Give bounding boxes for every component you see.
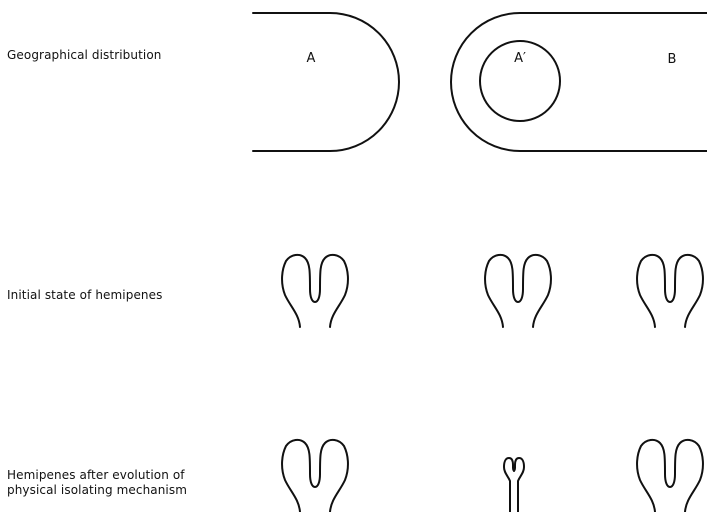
hemipenis-initial-b xyxy=(637,255,703,327)
range-a-outline xyxy=(253,13,399,151)
hemipenis-after-a-prime xyxy=(504,458,524,512)
hemipenis-initial-a-prime xyxy=(485,255,551,327)
range-b-outline xyxy=(451,13,707,151)
region-label-a-prime: A′ xyxy=(514,51,526,66)
hemipenis-after-a xyxy=(282,440,348,512)
region-label-b: B xyxy=(668,52,677,67)
hemipenis-after-b xyxy=(637,440,703,512)
region-label-a: A xyxy=(307,51,316,66)
hemipenis-initial-a xyxy=(282,255,348,327)
